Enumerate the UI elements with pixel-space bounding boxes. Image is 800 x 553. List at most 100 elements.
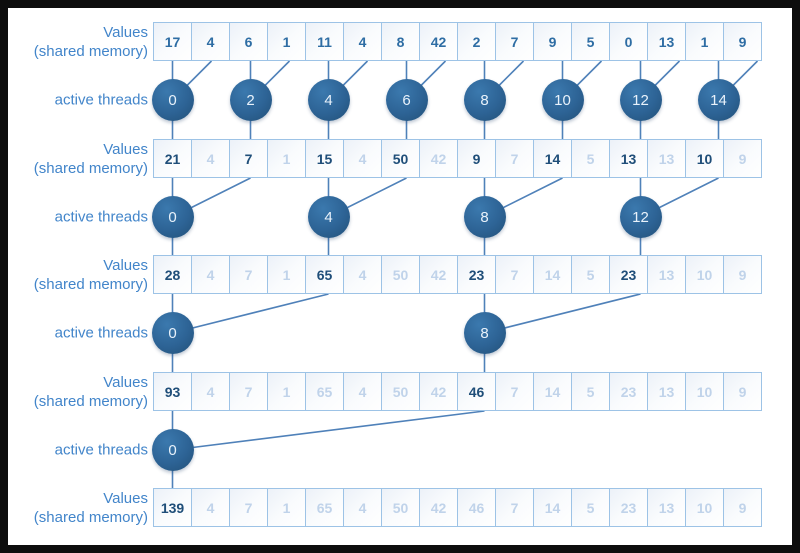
memory-cell: 13 (609, 139, 648, 178)
memory-cell: 4 (191, 139, 230, 178)
thread-circle: 0 (151, 79, 194, 121)
memory-cell: 4 (191, 22, 230, 61)
values-label-line2: (shared memory) (33, 508, 148, 526)
memory-cell: 14 (533, 488, 572, 527)
memory-cell: 50 (381, 372, 420, 411)
memory-cell: 10 (685, 139, 724, 178)
memory-cell: 7 (495, 488, 534, 527)
thread-circle: 4 (307, 196, 350, 238)
active-threads-label: active threads (54, 91, 148, 109)
values-label: Values(shared memory) (8, 256, 148, 294)
memory-cell: 5 (571, 255, 610, 294)
values-label-line1: Values (103, 23, 148, 41)
memory-cell: 14 (533, 139, 572, 178)
memory-cell: 50 (381, 488, 420, 527)
values-label-line1: Values (103, 140, 148, 158)
thread-circle: 0 (151, 429, 194, 471)
memory-cell: 7 (229, 139, 268, 178)
thread-circle: 14 (697, 79, 740, 121)
memory-cell: 1 (267, 255, 306, 294)
memory-cell: 4 (343, 488, 382, 527)
active-threads-label: active threads (54, 441, 148, 459)
memory-cell: 0 (609, 22, 648, 61)
memory-cell: 9 (723, 22, 762, 61)
values-label-line2: (shared memory) (33, 159, 148, 177)
memory-cell: 23 (609, 372, 648, 411)
memory-cell: 4 (191, 255, 230, 294)
values-label: Values(shared memory) (8, 373, 148, 411)
memory-cell: 9 (723, 372, 762, 411)
memory-cell: 9 (723, 488, 762, 527)
values-label-line1: Values (103, 256, 148, 274)
memory-cell: 1 (267, 488, 306, 527)
memory-cell: 139 (153, 488, 192, 527)
memory-cell: 5 (571, 372, 610, 411)
thread-circle: 8 (463, 312, 506, 354)
memory-cell: 4 (343, 22, 382, 61)
thread-circle: 8 (463, 79, 506, 121)
memory-cell: 10 (685, 255, 724, 294)
values-label-line1: Values (103, 489, 148, 507)
memory-cell: 46 (457, 372, 496, 411)
values-label: Values(shared memory) (8, 23, 148, 61)
values-label-line2: (shared memory) (33, 275, 148, 293)
active-threads-label: active threads (54, 208, 148, 226)
memory-cell: 7 (495, 372, 534, 411)
memory-cell: 21 (153, 139, 192, 178)
memory-cell: 42 (419, 488, 458, 527)
memory-cell: 10 (685, 488, 724, 527)
memory-cell: 65 (305, 372, 344, 411)
thread-circle: 0 (151, 196, 194, 238)
thread-circle: 4 (307, 79, 350, 121)
memory-cell: 14 (533, 372, 572, 411)
memory-cell: 4 (343, 139, 382, 178)
memory-cell: 7 (229, 488, 268, 527)
memory-cell: 9 (457, 139, 496, 178)
memory-cell: 11 (305, 22, 344, 61)
memory-cell: 50 (381, 139, 420, 178)
values-label-line2: (shared memory) (33, 392, 148, 410)
memory-cell: 42 (419, 139, 458, 178)
memory-cell: 5 (571, 139, 610, 178)
memory-cell: 7 (495, 255, 534, 294)
memory-cell: 7 (495, 139, 534, 178)
memory-cell: 7 (495, 22, 534, 61)
memory-cell: 42 (419, 372, 458, 411)
thread-circle: 8 (463, 196, 506, 238)
memory-cell: 46 (457, 488, 496, 527)
thread-circle: 6 (385, 79, 428, 121)
memory-cell: 9 (723, 139, 762, 178)
memory-cell: 13 (647, 372, 686, 411)
memory-cell: 93 (153, 372, 192, 411)
memory-cell: 1 (267, 22, 306, 61)
values-label-line1: Values (103, 373, 148, 391)
connector-line (484, 293, 641, 334)
memory-cell: 4 (191, 488, 230, 527)
thread-circle: 2 (229, 79, 272, 121)
memory-cell: 42 (419, 255, 458, 294)
memory-cell: 1 (267, 139, 306, 178)
values-label: Values(shared memory) (8, 140, 148, 178)
memory-cell: 4 (343, 255, 382, 294)
memory-cell: 4 (191, 372, 230, 411)
memory-cell: 8 (381, 22, 420, 61)
memory-cell: 4 (343, 372, 382, 411)
memory-cell: 7 (229, 255, 268, 294)
memory-cell: 13 (647, 139, 686, 178)
memory-cell: 1 (685, 22, 724, 61)
memory-cell: 10 (685, 372, 724, 411)
connector-line (172, 410, 485, 451)
memory-cell: 14 (533, 255, 572, 294)
memory-cell: 42 (419, 22, 458, 61)
memory-cell: 7 (229, 372, 268, 411)
memory-cell: 5 (571, 488, 610, 527)
memory-cell: 28 (153, 255, 192, 294)
memory-cell: 2 (457, 22, 496, 61)
memory-cell: 15 (305, 139, 344, 178)
memory-cell: 5 (571, 22, 610, 61)
